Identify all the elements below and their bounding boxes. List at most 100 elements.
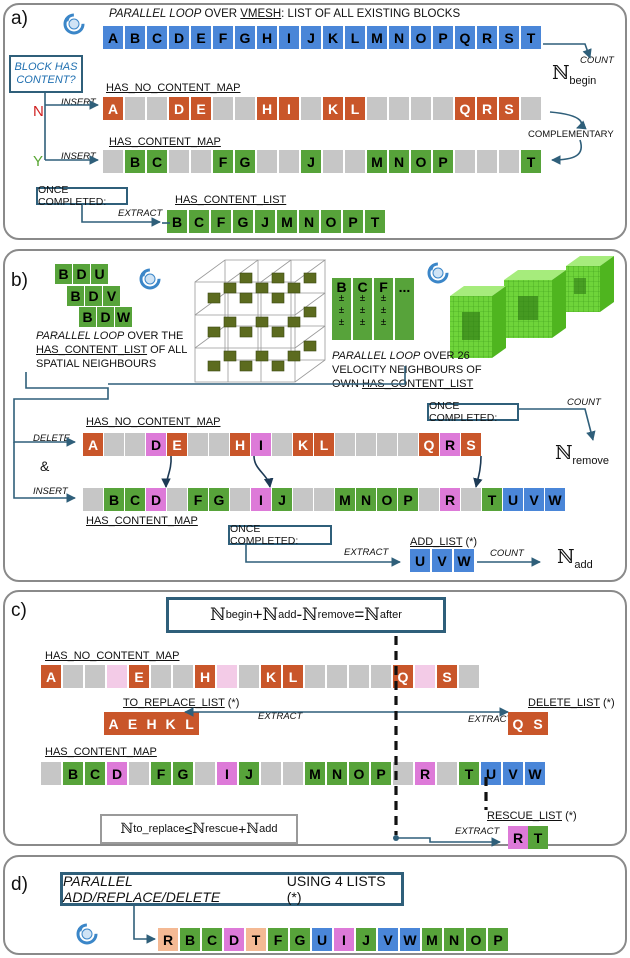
block-cell: C [125, 488, 145, 511]
block-cell: R [508, 826, 528, 849]
empty-cell [261, 762, 281, 785]
block-cell: N [389, 26, 409, 49]
block-cell: P [433, 26, 453, 49]
block-cell: T [528, 826, 548, 849]
plus-minus-sign: ± [338, 305, 345, 316]
b-count-label: COUNT [567, 397, 601, 408]
rescue-list-title: RESCUE_LIST (*) [487, 810, 577, 822]
has-no-content-map-title: HAS_NO_CONTENT_MAP [106, 82, 241, 94]
block-cell: S [528, 712, 548, 735]
loop-icon [427, 262, 449, 284]
block-cell: R [477, 97, 497, 120]
has-content-list-title: HAS_CONTENT_LIST [175, 194, 287, 206]
ampersand: & [40, 458, 50, 474]
velocity-column-label: B [336, 279, 347, 295]
velocity-cubes-illustration [450, 256, 614, 358]
block-cell: D [107, 762, 127, 785]
final-operation-title: PARALLEL ADD/REPLACE/DELETE USING 4 LIST… [60, 872, 404, 906]
n-add: ℕadd [557, 546, 593, 571]
block-cell: L [345, 97, 365, 120]
empty-cell [433, 97, 453, 120]
block-cell: D [169, 26, 189, 49]
block-cell: P [343, 210, 363, 233]
empty-cell [85, 665, 105, 688]
block-cell: T [521, 26, 541, 49]
loop-icon [63, 13, 85, 35]
block-cell: E [129, 665, 149, 688]
block-cell: G [209, 488, 229, 511]
count-label: COUNT [580, 55, 614, 66]
loop-icon [139, 268, 161, 290]
empty-cell [239, 665, 259, 688]
block-cell: B [167, 210, 187, 233]
block-cell: J [301, 150, 321, 173]
block-cell: A [103, 97, 123, 120]
empty-cell [349, 665, 369, 688]
block-cell: K [161, 712, 180, 735]
block-cell: J [272, 488, 292, 511]
block-cell: I [334, 928, 354, 951]
empty-cell [191, 150, 211, 173]
empty-cell [419, 488, 439, 511]
block-cell: N [389, 150, 409, 173]
block-cell: A [83, 433, 103, 456]
block-cell: W [525, 762, 545, 785]
empty-cell [235, 97, 255, 120]
block-cell: N [327, 762, 347, 785]
empty-cell [167, 488, 187, 511]
block-cell: Q [393, 665, 413, 688]
once-completed-box: ONCE COMPLETED: [36, 184, 128, 208]
block-cell: D [97, 307, 114, 327]
c-has-content-map-title: HAS_CONTENT_MAP [45, 746, 157, 758]
empty-cell [173, 665, 193, 688]
block-cell: B [180, 928, 200, 951]
block-cell: A [41, 665, 61, 688]
empty-cell [367, 97, 387, 120]
block-cell: W [400, 928, 420, 951]
block-cell: V [103, 286, 120, 306]
block-cell: M [335, 488, 355, 511]
empty-cell [437, 762, 457, 785]
plus-minus-sign: ± [359, 317, 366, 328]
block-cell: J [255, 210, 275, 233]
panel-a-loop-caption: PARALLEL LOOP OVER VMESH: LIST OF ALL EX… [109, 8, 461, 20]
plus-minus-sign: ± [359, 305, 366, 316]
empty-cell [283, 762, 303, 785]
plus-minus-sign: ± [338, 293, 345, 304]
velocity-column: F±±± [374, 278, 393, 340]
block-cell: G [173, 762, 193, 785]
block-cell: K [261, 665, 281, 688]
velocity-loop-caption: PARALLEL LOOP OVER 26 VELOCITY NEIGHBOUR… [332, 350, 482, 390]
block-cell: B [79, 307, 96, 327]
extract-label: EXTRACT [118, 208, 163, 219]
empty-cell [129, 762, 149, 785]
velocity-column-label: C [357, 279, 368, 295]
empty-cell [169, 150, 189, 173]
velocity-column: C±±± [353, 278, 372, 340]
block-cell: J [301, 26, 321, 49]
delete-label: DELETE [33, 433, 70, 444]
block-cell: P [371, 762, 391, 785]
empty-cell [272, 433, 292, 456]
panel-c-label: c) [11, 600, 27, 621]
velocity-column-label: ... [398, 279, 411, 295]
empty-cell [41, 762, 61, 785]
b-extract-label: EXTRACT [344, 547, 389, 558]
c-extract-label-bottom: EXTRACT [455, 826, 500, 837]
c-extract-label-right: EXTRACT [468, 714, 513, 725]
yes-label: Y [33, 153, 44, 170]
panel-d-label: d) [11, 874, 28, 895]
block-cell: F [213, 150, 233, 173]
empty-cell [125, 97, 145, 120]
block-cell: G [235, 26, 255, 49]
empty-cell [459, 665, 479, 688]
block-cell: O [321, 210, 341, 233]
block-cell: N [444, 928, 464, 951]
spatial-loop-caption: PARALLEL LOOP OVER THE HAS_CONTENT_LIST … [36, 330, 188, 370]
empty-cell [356, 433, 376, 456]
block-cell: T [365, 210, 385, 233]
insert-label-yes: INSERT [61, 151, 96, 162]
block-cell: K [323, 97, 343, 120]
